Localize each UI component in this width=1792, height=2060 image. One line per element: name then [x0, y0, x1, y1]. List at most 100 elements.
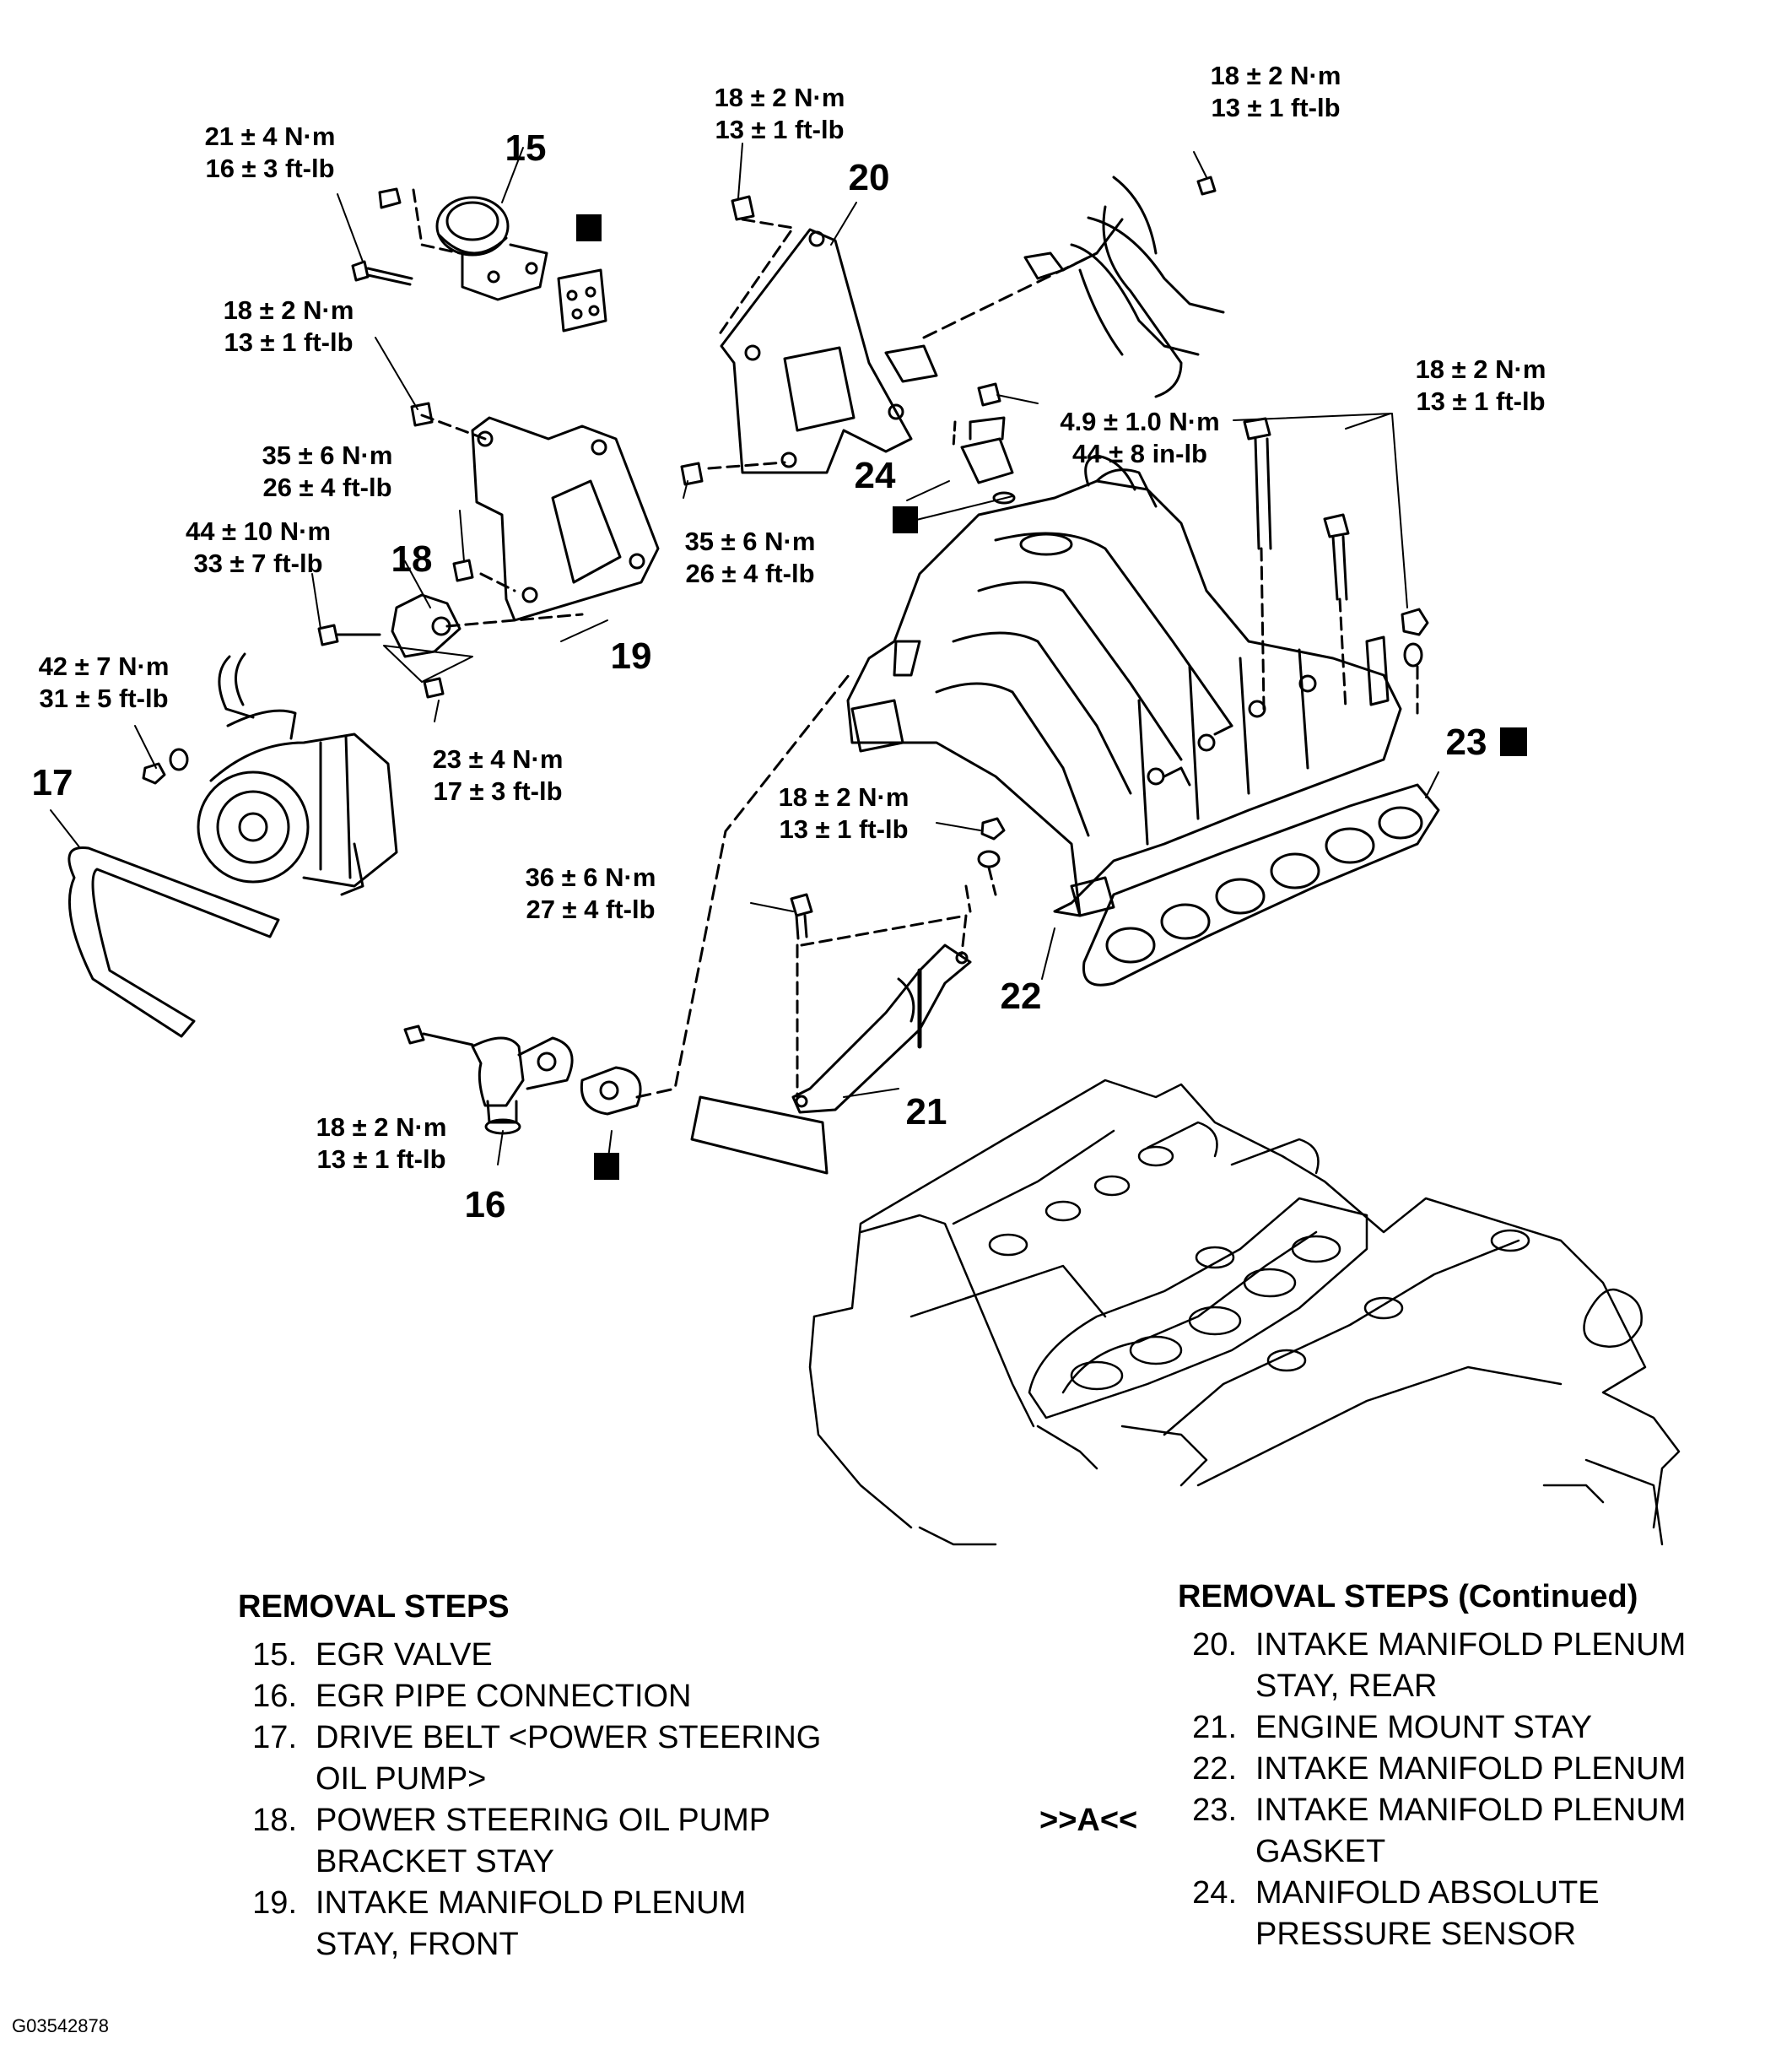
svg-text:33 ± 7 ft-lb: 33 ± 7 ft-lb: [193, 549, 322, 578]
plenum-bolts: [1243, 417, 1350, 711]
step-text: INTAKE MANIFOLD PLENUM: [316, 1885, 747, 1921]
torque-pump-nut: 42 ± 7 N·m 31 ± 5 ft-lb: [39, 652, 170, 713]
new-part-marker-gasket: N: [1500, 727, 1527, 758]
svg-text:26 ± 4 ft-lb: 26 ± 4 ft-lb: [262, 473, 391, 502]
step-21: 21. ENGINE MOUNT STAY: [1178, 1707, 1768, 1749]
new-part-marker-map-sensor: N: [893, 506, 918, 534]
step-20: 20. INTAKE MANIFOLD PLENUM STAY, REAR: [1178, 1625, 1768, 1707]
svg-text:18 ± 2 N·m: 18 ± 2 N·m: [779, 782, 909, 812]
step-15: 15. EGR VALVE: [238, 1635, 879, 1676]
step-text: PRESSURE SENSOR: [1255, 1917, 1577, 1952]
plenum-gasket: [1082, 783, 1440, 987]
step-text: ENGINE MOUNT STAY: [1255, 1710, 1593, 1745]
torque-plenum-bolts: 18 ± 2 N·m 13 ± 1 ft-lb: [1416, 354, 1546, 416]
torque-bracket-stay-b: 44 ± 10 N·m 33 ± 7 ft-lb: [186, 516, 331, 578]
service-point-marker: >>A<<: [1039, 1803, 1138, 1838]
power-steering-pump: [197, 652, 398, 896]
step-text: DRIVE BELT <POWER STEERING: [316, 1720, 822, 1755]
step-number: 19.: [252, 1885, 297, 1921]
intake-manifold-plenum: [846, 454, 1402, 917]
step-text: BRACKET STAY: [316, 1844, 554, 1879]
step-17: 17. DRIVE BELT <POWER STEERING OIL PUMP>: [238, 1717, 879, 1800]
rear-stay-bolts: [680, 195, 755, 486]
stay-bolt-a: [410, 402, 434, 427]
step-number: 18.: [252, 1803, 297, 1838]
step-16: 16. EGR PIPE CONNECTION: [238, 1676, 879, 1717]
egr-bolt: [351, 260, 413, 286]
bracket-bolts: [317, 624, 445, 699]
svg-text:16 ± 3 ft-lb: 16 ± 3 ft-lb: [205, 154, 334, 183]
svg-text:13 ± 1 ft-lb: 13 ± 1 ft-lb: [316, 1144, 445, 1174]
step-text: EGR VALVE: [316, 1637, 493, 1673]
torque-stay-rear-lower: 35 ± 6 N·m 26 ± 4 ft-lb: [685, 527, 816, 588]
step-text: MANIFOLD ABSOLUTE: [1255, 1875, 1600, 1911]
removal-steps-heading: REMOVAL STEPS: [238, 1589, 510, 1625]
removal-steps-continued-heading: REMOVAL STEPS (Continued): [1178, 1579, 1638, 1614]
plenum-stay-rear: [707, 218, 938, 474]
svg-text:35 ± 6 N·m: 35 ± 6 N·m: [685, 527, 816, 556]
svg-text:44 ± 10 N·m: 44 ± 10 N·m: [186, 516, 331, 546]
svg-text:13 ± 1 ft-lb: 13 ± 1 ft-lb: [224, 327, 353, 357]
callout-15: 15: [505, 127, 547, 169]
callout-22: 22: [1001, 976, 1042, 1017]
step-number: 21.: [1192, 1710, 1237, 1745]
svg-text:13 ± 1 ft-lb: 13 ± 1 ft-lb: [779, 814, 908, 844]
step-number: 15.: [252, 1637, 297, 1673]
step-number: 20.: [1192, 1627, 1237, 1663]
step-18: 18. POWER STEERING OIL PUMP BRACKET STAY: [238, 1800, 879, 1883]
callout-20: 20: [849, 157, 890, 198]
torque-plenum-nuts: 18 ± 2 N·m 13 ± 1 ft-lb: [779, 782, 909, 844]
mount-bracket: [690, 1095, 829, 1175]
bracket-stay: [383, 593, 584, 683]
map-sensor: [952, 382, 1016, 505]
svg-text:23 ± 4 N·m: 23 ± 4 N·m: [433, 744, 564, 774]
step-text: INTAKE MANIFOLD PLENUM: [1255, 1792, 1687, 1828]
callout-21: 21: [906, 1091, 947, 1133]
removal-steps-list: REMOVAL STEPS 15. EGR VALVE 16. EGR PIPE…: [238, 1587, 879, 1965]
callout-19: 19: [611, 635, 652, 677]
step-number: 22.: [1192, 1751, 1237, 1787]
svg-text:18 ± 2 N·m: 18 ± 2 N·m: [1211, 61, 1341, 90]
svg-text:N: N: [598, 1154, 615, 1181]
new-part-marker-egr: N: [576, 214, 602, 242]
svg-text:18 ± 2 N·m: 18 ± 2 N·m: [715, 83, 845, 112]
step-text: GASKET: [1255, 1834, 1386, 1869]
svg-text:4.9 ± 1.0 N·m: 4.9 ± 1.0 N·m: [1060, 407, 1219, 436]
svg-text:26 ± 4 ft-lb: 26 ± 4 ft-lb: [685, 559, 814, 588]
svg-text:35 ± 6 N·m: 35 ± 6 N·m: [262, 441, 393, 470]
step-text: STAY, FRONT: [316, 1927, 519, 1962]
svg-text:13 ± 1 ft-lb: 13 ± 1 ft-lb: [1211, 93, 1340, 122]
svg-text:36 ± 6 N·m: 36 ± 6 N·m: [526, 862, 656, 892]
callout-16: 16: [465, 1184, 506, 1225]
svg-text:18 ± 2 N·m: 18 ± 2 N·m: [224, 295, 354, 325]
mount-stay-bolt: [790, 893, 813, 940]
step-text: INTAKE MANIFOLD PLENUM: [1255, 1751, 1687, 1787]
removal-steps-continued-list: REMOVAL STEPS (Continued) 20. INTAKE MAN…: [1178, 1576, 1768, 1955]
figure-id: G03542878: [12, 2015, 109, 2036]
pump-nuts: [142, 748, 189, 785]
svg-text:31 ± 5 ft-lb: 31 ± 5 ft-lb: [39, 684, 168, 713]
torque-harness-bolt: 18 ± 2 N·m 13 ± 1 ft-lb: [1211, 61, 1341, 122]
svg-text:17 ± 3 ft-lb: 17 ± 3 ft-lb: [433, 776, 562, 806]
step-22: 22. INTAKE MANIFOLD PLENUM: [1178, 1749, 1768, 1790]
drive-belt: [67, 846, 280, 1038]
step-text: OIL PUMP>: [316, 1761, 487, 1797]
svg-text:44 ± 8 in-lb: 44 ± 8 in-lb: [1072, 439, 1207, 468]
egr-gasket: [557, 268, 607, 333]
egr-valve: [378, 187, 548, 301]
egr-pipe: [403, 669, 854, 1135]
step-23: 23. INTAKE MANIFOLD PLENUM GASKET: [1178, 1790, 1768, 1873]
step-number: 16.: [252, 1679, 297, 1714]
step-24: 24. MANIFOLD ABSOLUTE PRESSURE SENSOR: [1178, 1873, 1768, 1955]
engine-outline: [808, 1079, 1681, 1546]
svg-text:21 ± 4 N·m: 21 ± 4 N·m: [205, 122, 336, 151]
svg-text:N: N: [580, 216, 597, 242]
torque-map-sensor: 4.9 ± 1.0 N·m 44 ± 8 in-lb: [1060, 407, 1219, 468]
step-number: 23.: [1192, 1792, 1237, 1828]
svg-text:18 ± 2 N·m: 18 ± 2 N·m: [1416, 354, 1546, 384]
callout-24: 24: [855, 455, 896, 496]
svg-text:42 ± 7 N·m: 42 ± 7 N·m: [39, 652, 170, 681]
svg-text:13 ± 1 ft-lb: 13 ± 1 ft-lb: [1416, 387, 1545, 416]
stay-bolt-b: [452, 559, 474, 582]
